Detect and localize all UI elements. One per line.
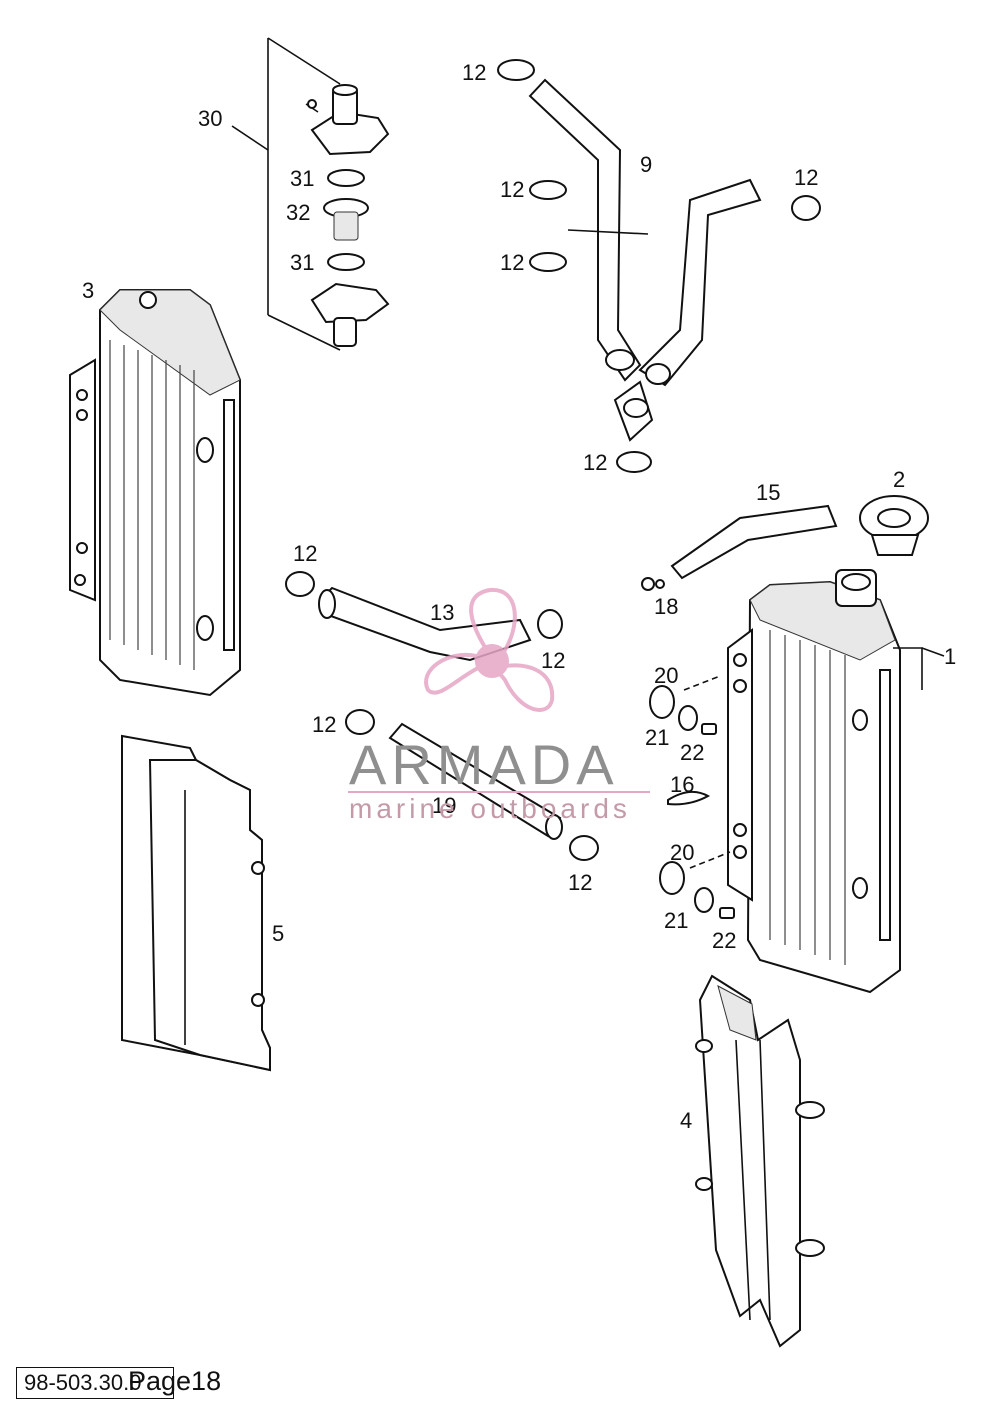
leader-dashes [683, 675, 731, 869]
thermostat-housing-lower [310, 282, 390, 347]
thermostat-cover-upper [305, 84, 390, 156]
callout-12: 12 [500, 250, 524, 275]
callout-16: 16 [670, 772, 694, 797]
callout-12: 12 [462, 60, 486, 85]
hose-clip [641, 577, 665, 591]
radiator-right [727, 569, 945, 994]
callout-18: 18 [654, 594, 678, 619]
spring-clip [667, 790, 711, 806]
callout-19: 19 [432, 793, 456, 818]
callout-31-upper: 31 [290, 166, 314, 191]
callout-22-upper: 22 [680, 740, 704, 765]
o-ring-upper [327, 169, 365, 187]
callout-13: 13 [430, 600, 454, 625]
watermark-title: ARMADA [349, 733, 619, 796]
bolt [701, 723, 735, 919]
radiator-shroud-left [121, 734, 271, 1072]
diagram-code-box [16, 1367, 174, 1399]
vent-hose-15 [670, 504, 838, 580]
watermark-propeller-logo [424, 587, 555, 712]
callout-32: 32 [286, 200, 310, 225]
radiator-left [69, 289, 241, 697]
hose-clamp [497, 59, 821, 473]
callout-12: 12 [312, 712, 336, 737]
callout-12: 12 [568, 870, 592, 895]
hose-9 [528, 78, 762, 442]
watermark-subtitle: marine outboards [349, 793, 631, 824]
callout-1: 1 [944, 644, 956, 669]
callout-21-lower: 21 [664, 908, 688, 933]
diagram-code: 98-503.30.0 [24, 1370, 142, 1395]
callout-12: 12 [794, 165, 818, 190]
callout-20-lower: 20 [670, 840, 694, 865]
thermostat-bracket [231, 37, 341, 351]
callout-12: 12 [293, 541, 317, 566]
radiator-cap [859, 495, 929, 556]
callout-5: 5 [272, 921, 284, 946]
radiator-shroud-right [695, 974, 825, 1348]
page-number: Page18 [128, 1366, 222, 1396]
o-ring-lower [327, 253, 365, 271]
callout-12: 12 [541, 648, 565, 673]
washer [678, 705, 714, 913]
callout-12: 12 [583, 450, 607, 475]
callout-22-lower: 22 [712, 928, 736, 953]
hose-19 [388, 722, 563, 840]
hose-clamp [285, 571, 599, 861]
callout-9: 9 [640, 152, 652, 177]
callout-31-lower: 31 [290, 250, 314, 275]
callout-4: 4 [680, 1108, 692, 1133]
callout-15: 15 [756, 480, 780, 505]
grommet [649, 685, 685, 895]
callout-21-upper: 21 [645, 725, 669, 750]
callout-20-upper: 20 [654, 663, 678, 688]
callout-12: 12 [500, 177, 524, 202]
callout-labels: 1 2 3 4 5 9 13 15 16 18 19 20 20 21 21 2… [82, 60, 956, 1133]
hose-13 [318, 586, 532, 662]
thermostat [323, 198, 369, 241]
callout-2: 2 [893, 467, 905, 492]
callout-30: 30 [198, 106, 222, 131]
callout-3: 3 [82, 278, 94, 303]
